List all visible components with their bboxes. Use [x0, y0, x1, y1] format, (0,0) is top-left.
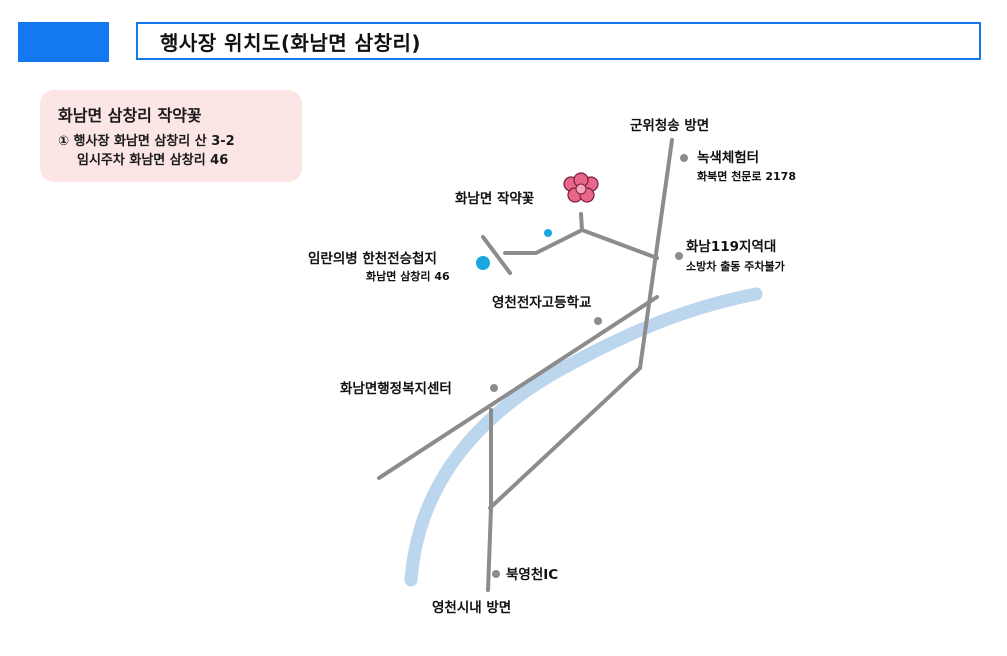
road-to-flower [579, 212, 584, 232]
road-main-north [638, 138, 674, 370]
peony-flower-icon [563, 172, 599, 203]
page-title: 행사장 위치도(화남면 삼창리) [160, 30, 422, 55]
label-gunwi: 군위청송 방면 [630, 117, 709, 134]
info-parking-line: 임시주차 화남면 삼창리 46 [77, 153, 229, 168]
label-ic: 북영천IC [506, 566, 558, 583]
label-school: 영천전자고등학교 [492, 294, 591, 311]
label-welfare-center: 화남면행정복지센터 [340, 380, 452, 397]
label-peony-venue: 화남면 작약꽃 [455, 190, 534, 207]
road-diagonal-southwest [488, 366, 642, 510]
label-fire-station-note: 소방차 출동 주차불가 [686, 259, 785, 273]
road-long-diagonal [377, 295, 659, 480]
dot-school [594, 317, 602, 325]
dot-ic [492, 570, 500, 578]
road-to-venue [503, 228, 659, 260]
dot-fire-station [675, 252, 683, 260]
river [404, 287, 763, 587]
road-south-to-ic [486, 408, 493, 592]
info-card: 화남면 삼창리 작약꽃 ① 행사장 화남면 삼창리 산 3-2 임시주차 화남면… [40, 90, 302, 182]
label-city-direction: 영천시내 방면 [432, 599, 511, 616]
dot-welfare-center [490, 384, 498, 392]
label-noksaek: 녹색체험터 [697, 149, 759, 166]
dot-parking-small [544, 229, 552, 237]
label-fire-station: 화남119지역대 [686, 238, 776, 255]
info-title: 화남면 삼창리 작약꽃 [58, 106, 202, 125]
label-imran-address: 화남면 삼창리 46 [366, 269, 450, 283]
dot-imran-site [476, 256, 490, 270]
label-noksaek-address: 화북면 천문로 2178 [697, 169, 796, 183]
info-venue-line: ① 행사장 화남면 삼창리 산 3-2 [58, 134, 235, 149]
label-imran-site: 임란의병 한천전승첩지 [308, 250, 437, 267]
road-branch-west [481, 235, 512, 275]
dot-noksaek [680, 154, 688, 162]
header-title-box: 행사장 위치도(화남면 삼창리) [136, 22, 981, 60]
header-accent-block [18, 22, 109, 62]
